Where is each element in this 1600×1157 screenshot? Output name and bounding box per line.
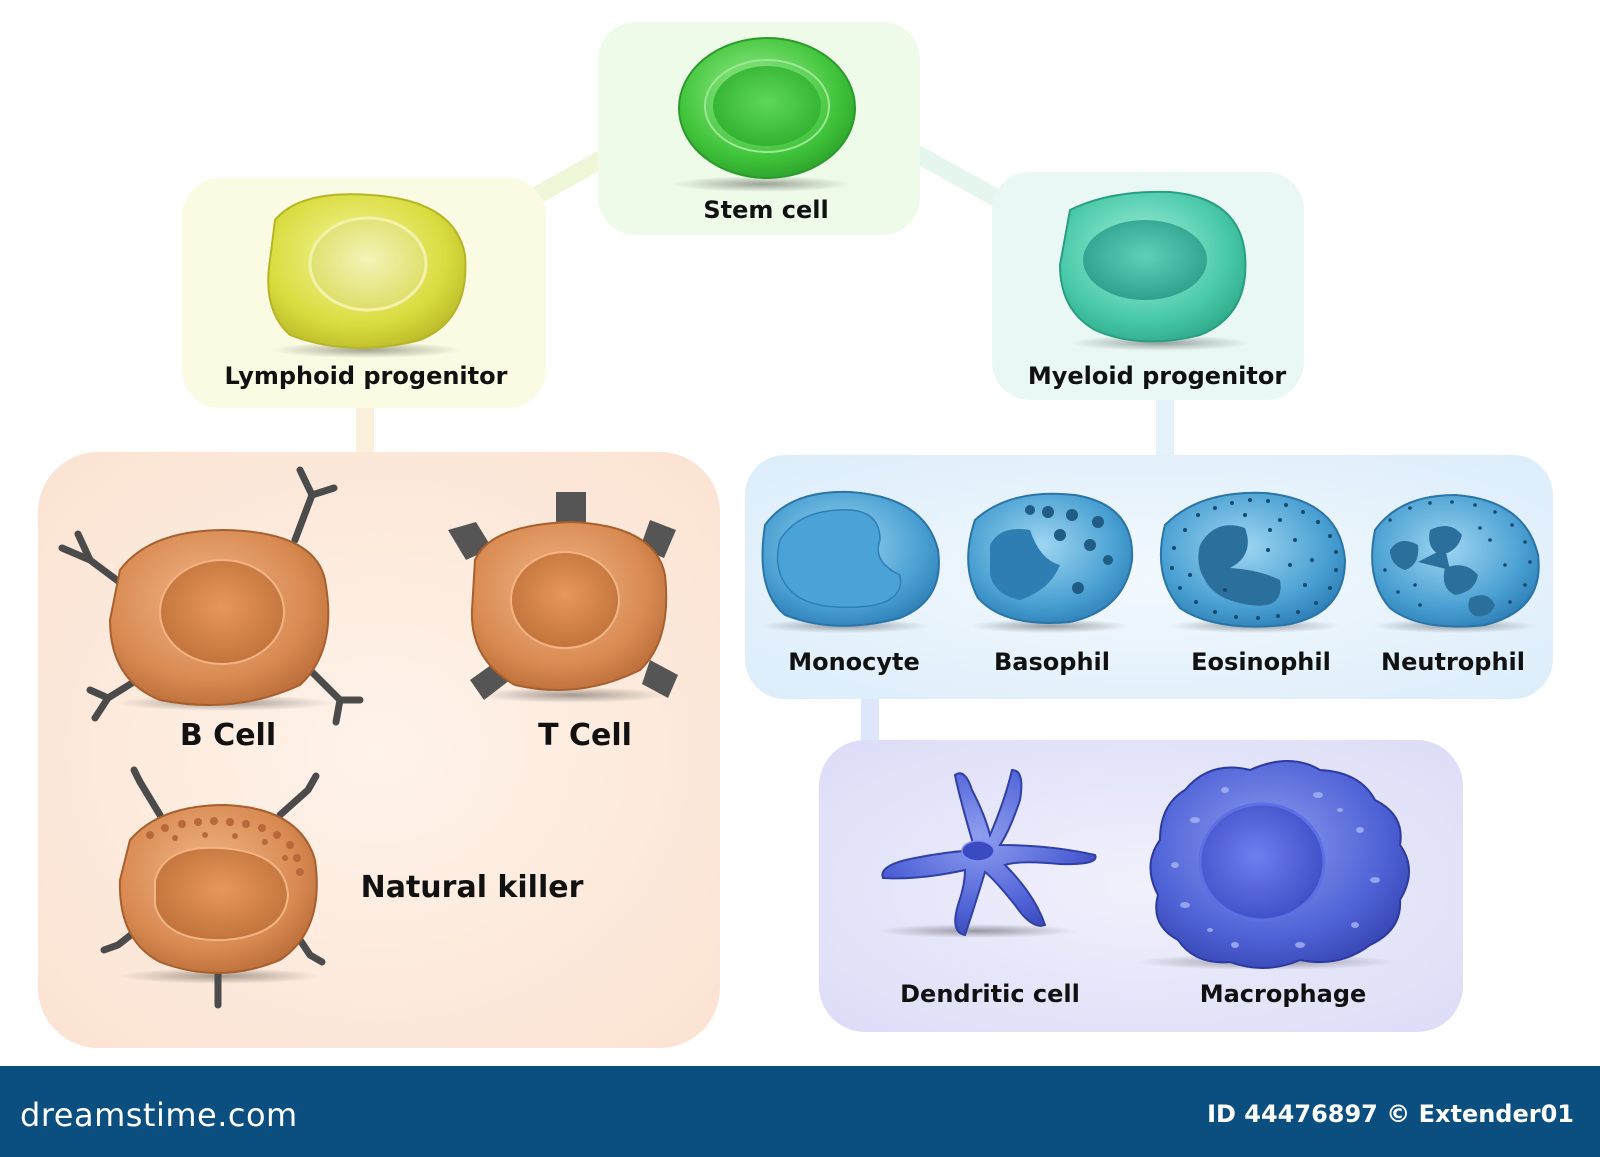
t-cell-icon: [448, 492, 678, 700]
basophil-icon: [967, 492, 1134, 624]
monocyte-icon: [761, 490, 940, 627]
macrophage-label: Macrophage: [1199, 980, 1367, 1008]
b-cell-label: B Cell: [179, 718, 277, 753]
monocyte-label: Monocyte: [788, 648, 920, 676]
eosinophil-label: Eosinophil: [1191, 648, 1331, 676]
neutrophil-label: Neutrophil: [1381, 648, 1525, 676]
myeloid-progenitor-label: Myeloid progenitor: [1027, 362, 1287, 390]
basophil-label: Basophil: [994, 648, 1110, 676]
myeloid-progenitor-icon: [1058, 190, 1247, 343]
macrophage-icon: [1149, 760, 1410, 970]
edge-stem-myeloid: [901, 141, 1009, 209]
footer-bar: dreamstime.com ID 44476897 © Extender01: [0, 1066, 1600, 1157]
dendritic-cell-label: Dendritic cell: [900, 980, 1080, 1008]
natural-killer-label: Natural killer: [360, 870, 584, 905]
immune-cell-diagram: [38, 22, 1553, 1048]
brand-logo[interactable]: dreamstime.com: [20, 1096, 298, 1134]
natural-killer-icon: [100, 766, 326, 1009]
lymphoid-progenitor-icon: [267, 193, 467, 349]
eosinophil-icon: [1159, 491, 1347, 628]
image-credit: ID 44476897 © Extender01: [1207, 1100, 1574, 1128]
b-cell-icon: [58, 466, 364, 726]
stem-cell-icon: [678, 37, 856, 179]
granulocyte-panel: [745, 455, 1553, 699]
stem-cell-label: Stem cell: [703, 196, 829, 224]
neutrophil-icon: [1371, 493, 1540, 628]
t-cell-label: T Cell: [538, 718, 632, 753]
lymphoid-progenitor-label: Lymphoid progenitor: [224, 362, 508, 390]
dendritic-cell-icon: [881, 768, 1097, 937]
